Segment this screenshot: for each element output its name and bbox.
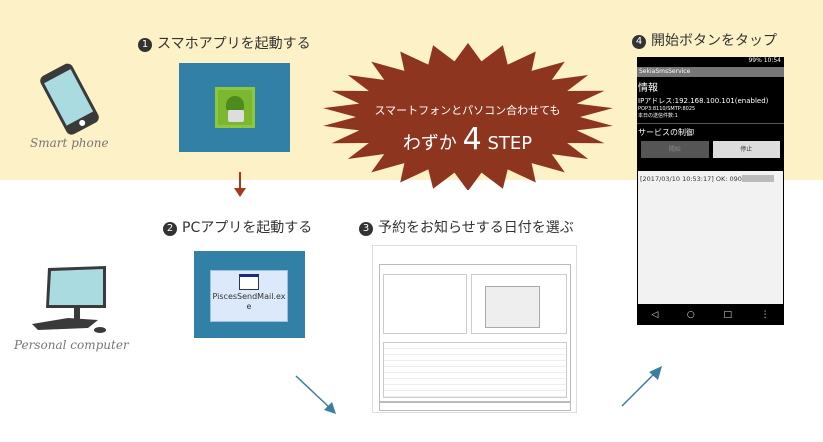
info-heading: 情報 xyxy=(638,83,658,94)
battery-level: 99% xyxy=(748,57,762,64)
burst-step: STEP xyxy=(487,133,533,154)
burst-text: わずか xyxy=(402,133,457,154)
smartphone-label: Smart phone xyxy=(30,136,109,150)
back-icon[interactable]: ◁ xyxy=(651,310,659,320)
step-2-title: 2 PCアプリを起動する xyxy=(163,217,312,237)
app-title-bar: SekiaSmsService xyxy=(637,67,784,77)
redacted-number xyxy=(741,175,774,182)
status-bar: 99% 10:54 xyxy=(637,57,784,67)
computer-icon xyxy=(32,266,106,333)
log-area: [2017/03/10 10:53:17] OK: 090 xyxy=(638,171,783,304)
step-number: 2 xyxy=(163,222,177,236)
step-text: スマホアプリを起動する xyxy=(157,36,311,52)
burst-shape xyxy=(323,43,613,190)
step-text: 予約をお知らせする日付を選ぶ xyxy=(378,220,574,236)
step-1-title: 1 スマホアプリを起動する xyxy=(138,33,311,53)
burst-subtitle: スマートフォンとパソコン合わせても xyxy=(374,104,561,117)
step-4-title: 4 開始ボタンをタップ xyxy=(632,30,777,50)
recents-icon[interactable]: □ xyxy=(723,310,732,320)
arrow-icon xyxy=(295,375,336,414)
log-entry: [2017/03/10 10:53:17] OK: 090 xyxy=(640,175,742,183)
smartphone-icon xyxy=(40,63,99,135)
service-heading: サービスの制御 xyxy=(638,128,694,137)
step-text: 開始ボタンをタップ xyxy=(651,33,777,49)
ports: POP3:8110/SMTP:8025 xyxy=(638,106,696,112)
menu-icon[interactable]: ⋮ xyxy=(760,310,770,320)
burst-title: わずか 4 STEP xyxy=(340,122,595,157)
arrow-icon xyxy=(621,366,662,407)
status-time: 10:54 xyxy=(763,57,781,64)
down-arrow-icon xyxy=(234,172,246,197)
step-number: 3 xyxy=(359,222,373,236)
step-number: 1 xyxy=(138,38,152,52)
ip-address: IPアドレス:192.168.100.101(enabled) xyxy=(638,97,769,105)
nav-bar: ◁ ○ □ ⋮ xyxy=(637,305,784,325)
step-text: PCアプリを起動する xyxy=(182,220,313,236)
start-button[interactable]: 開始 xyxy=(641,141,709,158)
home-icon[interactable]: ○ xyxy=(686,310,695,320)
step-2-screenshot: PiscesSendMail.exe xyxy=(194,251,305,338)
burst-number: 4 xyxy=(462,122,482,157)
shortcut-label: PiscesSendMail.exe xyxy=(212,292,286,311)
step-number: 4 xyxy=(632,35,646,49)
pc-app-screenshot xyxy=(372,245,577,413)
send-count: 本日の送信件数:1 xyxy=(637,112,784,124)
step-3-title: 3 予約をお知らせする日付を選ぶ xyxy=(359,217,574,237)
stop-button[interactable]: 停止 xyxy=(712,141,780,158)
android-screenshot: 99% 10:54 SekiaSmsService 情報 IPアドレス:192.… xyxy=(637,57,784,325)
computer-label: Personal computer xyxy=(14,338,129,352)
desktop-shortcut[interactable]: PiscesSendMail.exe xyxy=(210,270,288,322)
app-icon xyxy=(215,87,255,128)
step-1-screenshot xyxy=(179,63,290,152)
